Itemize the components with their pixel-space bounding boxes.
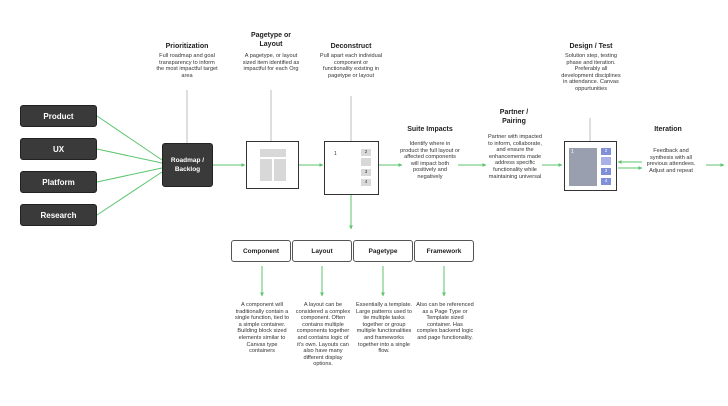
category-framework[interactable]: Framework xyxy=(414,240,474,262)
framework-desc: Also can be referenced as a Page Type or… xyxy=(416,302,474,341)
pagetype-layout-desc: A pagetype, or layout sized item identif… xyxy=(242,53,300,73)
iteration-desc: Feedback and synthesis with all previous… xyxy=(646,148,696,174)
suite-impacts-desc: Identify where in product the full layou… xyxy=(400,141,460,180)
design-block-accent xyxy=(601,157,611,165)
design-block-main xyxy=(569,148,597,186)
component-desc: A component will traditionally contain a… xyxy=(234,302,290,355)
partner-title: Partner / Pairing xyxy=(499,109,529,125)
deconstruct-num-1: 1 xyxy=(334,151,337,157)
source-platform[interactable]: Platform xyxy=(20,171,97,193)
design-num-2: 2 xyxy=(601,148,611,155)
thumb-block-left xyxy=(260,159,272,181)
layout-desc: A layout can be considered a complex com… xyxy=(295,302,351,368)
iteration-title: Iteration xyxy=(654,126,682,133)
thumb-block-right xyxy=(274,159,286,181)
pagetype-layout-title: Pagetype or Layout xyxy=(250,32,292,48)
prioritization-desc: Full roadmap and goal transparency to in… xyxy=(156,53,218,79)
link-ux-roadmap xyxy=(96,148,163,164)
design-test-title: Design / Test xyxy=(569,43,613,50)
pagetype-thumbnail xyxy=(246,141,299,189)
design-test-desc: Solution step, testing phase and iterati… xyxy=(561,53,621,92)
pagetype-desc: Essentially a template. Large patterns u… xyxy=(356,302,412,355)
design-thumbnail: 1 2 3 4 xyxy=(564,141,617,191)
category-component[interactable]: Component xyxy=(231,240,291,262)
design-num-4: 4 xyxy=(601,178,611,185)
roadmap-backlog-box[interactable]: Roadmap / Backlog xyxy=(162,143,213,187)
deconstruct-num-2: 2 xyxy=(361,149,371,156)
prioritization-title: Prioritization xyxy=(165,43,209,50)
roadmap-backlog-label: Roadmap / Backlog xyxy=(170,157,205,173)
link-product-roadmap xyxy=(96,115,163,161)
category-pagetype[interactable]: Pagetype xyxy=(353,240,413,262)
deconstruct-desc: Pull apart each individual component or … xyxy=(319,53,383,79)
category-layout[interactable]: Layout xyxy=(292,240,352,262)
deconstruct-num-4: 4 xyxy=(361,179,371,186)
partner-desc: Partner with impacted to inform, collabo… xyxy=(487,134,543,180)
source-research[interactable]: Research xyxy=(20,204,97,226)
design-num-3: 3 xyxy=(601,168,611,175)
source-product[interactable]: Product xyxy=(20,105,97,127)
design-num-1: 1 xyxy=(571,149,574,155)
deconstruct-num-3: 3 xyxy=(361,169,371,176)
suite-impacts-title: Suite Impacts xyxy=(407,126,453,133)
source-ux[interactable]: UX xyxy=(20,138,97,160)
deconstruct-title: Deconstruct xyxy=(330,43,372,50)
deconstruct-thumbnail: 1 2 3 4 xyxy=(324,141,379,195)
deconstruct-block xyxy=(361,158,371,166)
thumb-block-main xyxy=(260,149,286,157)
link-research-roadmap xyxy=(96,171,163,216)
link-platform-roadmap xyxy=(96,167,163,183)
